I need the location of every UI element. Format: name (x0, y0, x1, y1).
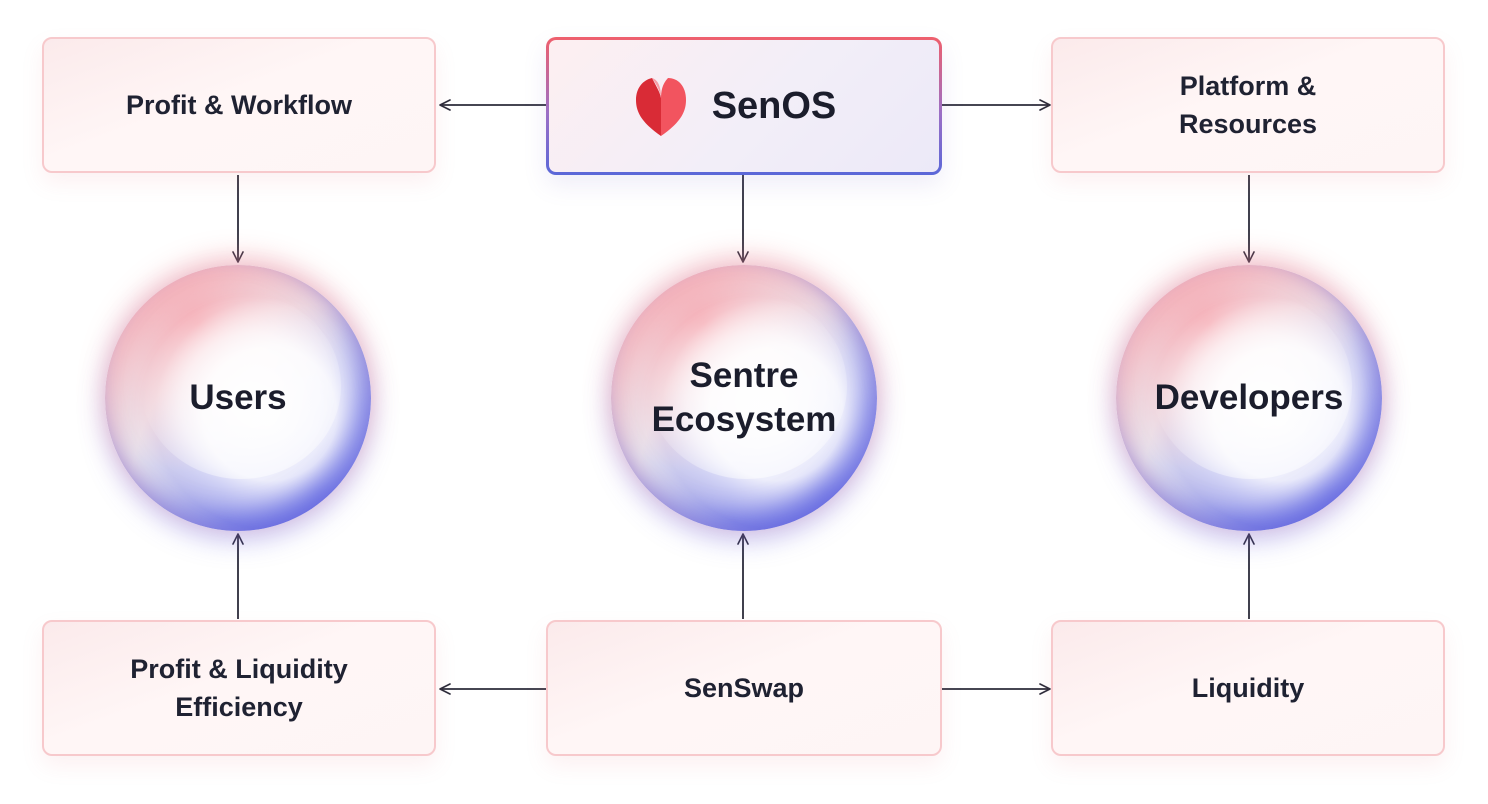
liquidity-label: Liquidity (1191, 673, 1305, 703)
senswap-box: SenSwap (546, 620, 942, 756)
senos-header: SenOS (634, 74, 837, 138)
heart-leaf-logo-icon (635, 78, 686, 136)
profit-liquidity-efficiency-label: Profit & Liquidity Efficiency (130, 654, 348, 722)
sentre-ecosystem-label: Sentre Ecosystem (651, 356, 837, 439)
profit-liquidity-efficiency-box: Profit & Liquidity Efficiency (42, 620, 436, 756)
liquidity-box: Liquidity (1051, 620, 1445, 756)
sentre-ecosystem-sphere: Sentre Ecosystem (611, 265, 877, 531)
developers-label: Developers (1154, 378, 1344, 417)
platform-resources-label: Platform & Resources (1178, 71, 1318, 139)
users-sphere: Users (105, 265, 371, 531)
profit-workflow-label: Profit & Workflow (126, 90, 352, 120)
platform-resources-box: Platform & Resources (1051, 37, 1445, 173)
senos-box: SenOS (546, 37, 942, 175)
developers-sphere: Developers (1116, 265, 1382, 531)
senswap-label: SenSwap (683, 673, 805, 703)
senos-title: SenOS (711, 84, 837, 127)
users-label: Users (189, 378, 287, 417)
profit-workflow-box: Profit & Workflow (42, 37, 436, 173)
